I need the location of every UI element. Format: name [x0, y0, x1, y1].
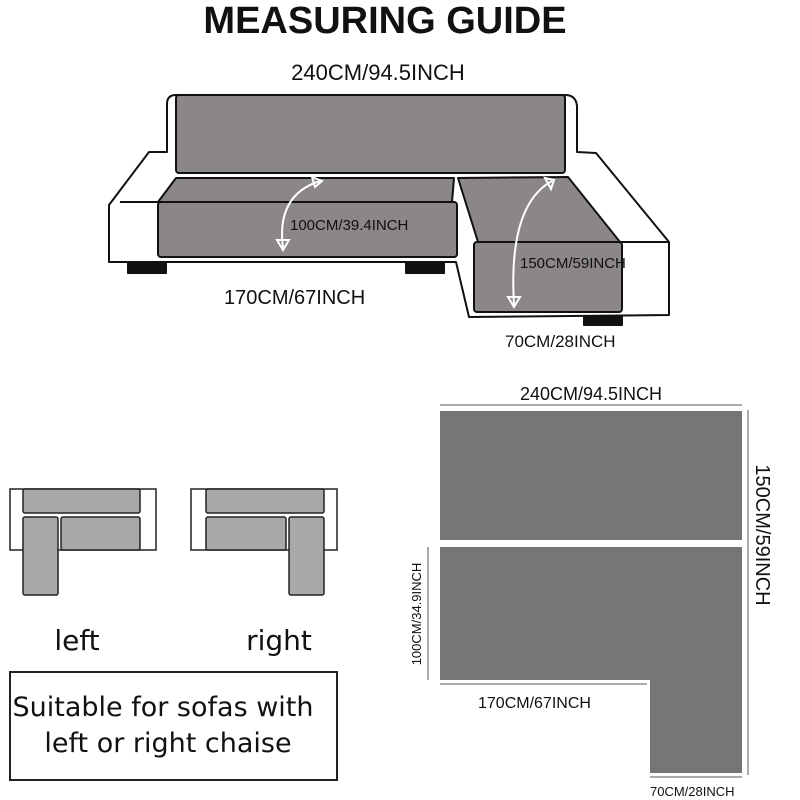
- note-box: [9, 671, 338, 781]
- sofa-illustration: [108, 94, 670, 326]
- flat-top-label: 240CM/94.5INCH: [520, 384, 662, 404]
- page-title: MEASURING GUIDE: [203, 0, 566, 42]
- measurement-arrows: [275, 175, 556, 309]
- left-chaise-icon: [9, 488, 157, 596]
- note-line-2: left or right chaise: [44, 728, 291, 759]
- chaise-width-label: 70CM/28INCH: [505, 332, 616, 351]
- arrowhead-icon: [506, 176, 556, 309]
- seat-depth-arrow-icon: [281, 180, 321, 249]
- left-label: left: [54, 624, 99, 657]
- seat-depth-label: 100CM/39.4INCH: [290, 217, 408, 234]
- seat-chaise-panel: [440, 547, 742, 773]
- back-panel: [440, 411, 742, 540]
- seat-cushion-cover-front: [157, 201, 458, 258]
- arrowhead-icon: [275, 175, 324, 252]
- chaise-length-arrow-icon: [512, 180, 553, 306]
- flat-right-label: 150CM/59INCH: [751, 464, 773, 605]
- flat-chaise-label: 70CM/28INCH: [650, 784, 735, 799]
- note-line-1: Suitable for sofas with: [13, 692, 314, 723]
- seat-cushion-cover-top: [157, 177, 455, 203]
- seat-width-label: 170CM/67INCH: [224, 287, 365, 309]
- right-chaise-icon: [190, 488, 338, 596]
- sofa-width-label: 240CM/94.5INCH: [291, 60, 465, 85]
- flat-bottom-label: 170CM/67INCH: [478, 695, 591, 712]
- right-label: right: [246, 624, 312, 657]
- flat-left-label: 100CM/34.9INCH: [409, 563, 424, 666]
- sofa-leg: [405, 261, 445, 274]
- sofa-leg: [583, 316, 623, 326]
- sofa-leg: [127, 261, 167, 274]
- chaise-length-label: 150CM/59INCH: [520, 255, 626, 272]
- back-cushion-cover: [175, 94, 566, 174]
- flat-cover-layout: 240CM/94.5INCH 150CM/59INCH 100CM/34.9IN…: [409, 384, 773, 799]
- chaise-cover-front: [473, 241, 623, 313]
